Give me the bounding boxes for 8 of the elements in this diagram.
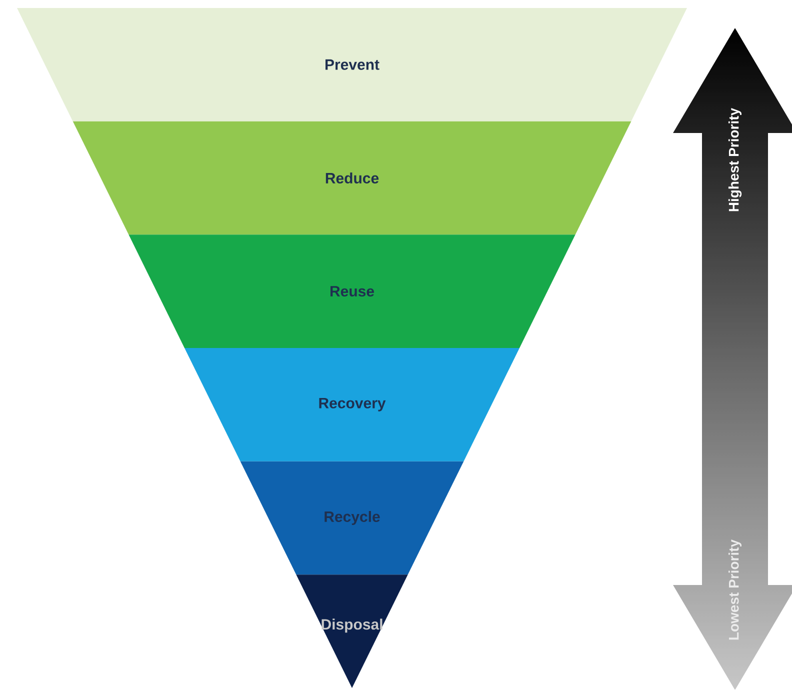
pyramid-band: Reuse [128, 234, 576, 348]
priority-label: Highest Priority [728, 108, 742, 212]
pyramid-band: Recycle [240, 461, 464, 575]
pyramid-band: Reduce [72, 121, 632, 235]
pyramid-band: Recovery [184, 348, 520, 462]
pyramid-band: Disposal [296, 574, 408, 688]
pyramid-band: Prevent [17, 8, 687, 122]
priority-label: Lowest Priority [728, 540, 742, 640]
